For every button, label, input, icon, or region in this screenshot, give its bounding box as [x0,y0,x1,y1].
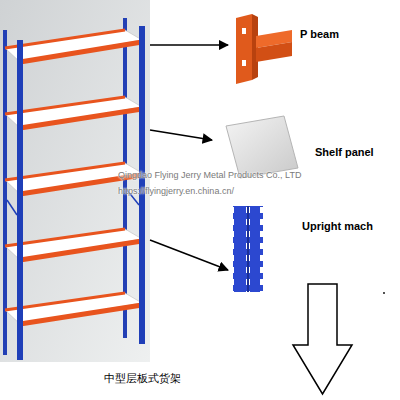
rack-figure: 中型层板式货架 [0,0,150,395]
part-label: P beam [300,28,339,41]
panel-illustration [226,116,298,178]
beam-illustration [236,14,292,84]
dot [383,292,385,294]
rack-caption: 中型层板式货架 [104,372,181,385]
pointer-arrow [150,44,228,46]
watermark: https://flyingjerry.en.china.cn/ [118,186,234,196]
watermark: Qingdao Flying Jerry Metal Products Co.,… [118,170,301,180]
part-label: Shelf panel [315,146,374,159]
upright-illustration [233,206,263,292]
pointer-arrow [150,130,212,140]
part-label: Upright mach [302,220,373,233]
down-arrow [293,284,352,394]
part-figure: P beam [228,8,396,93]
upright [17,40,23,360]
upright [139,26,145,344]
part-figure: Upright mach [228,200,396,295]
upright [3,30,7,355]
backdrop [0,0,150,362]
pointer-arrow [150,240,228,270]
